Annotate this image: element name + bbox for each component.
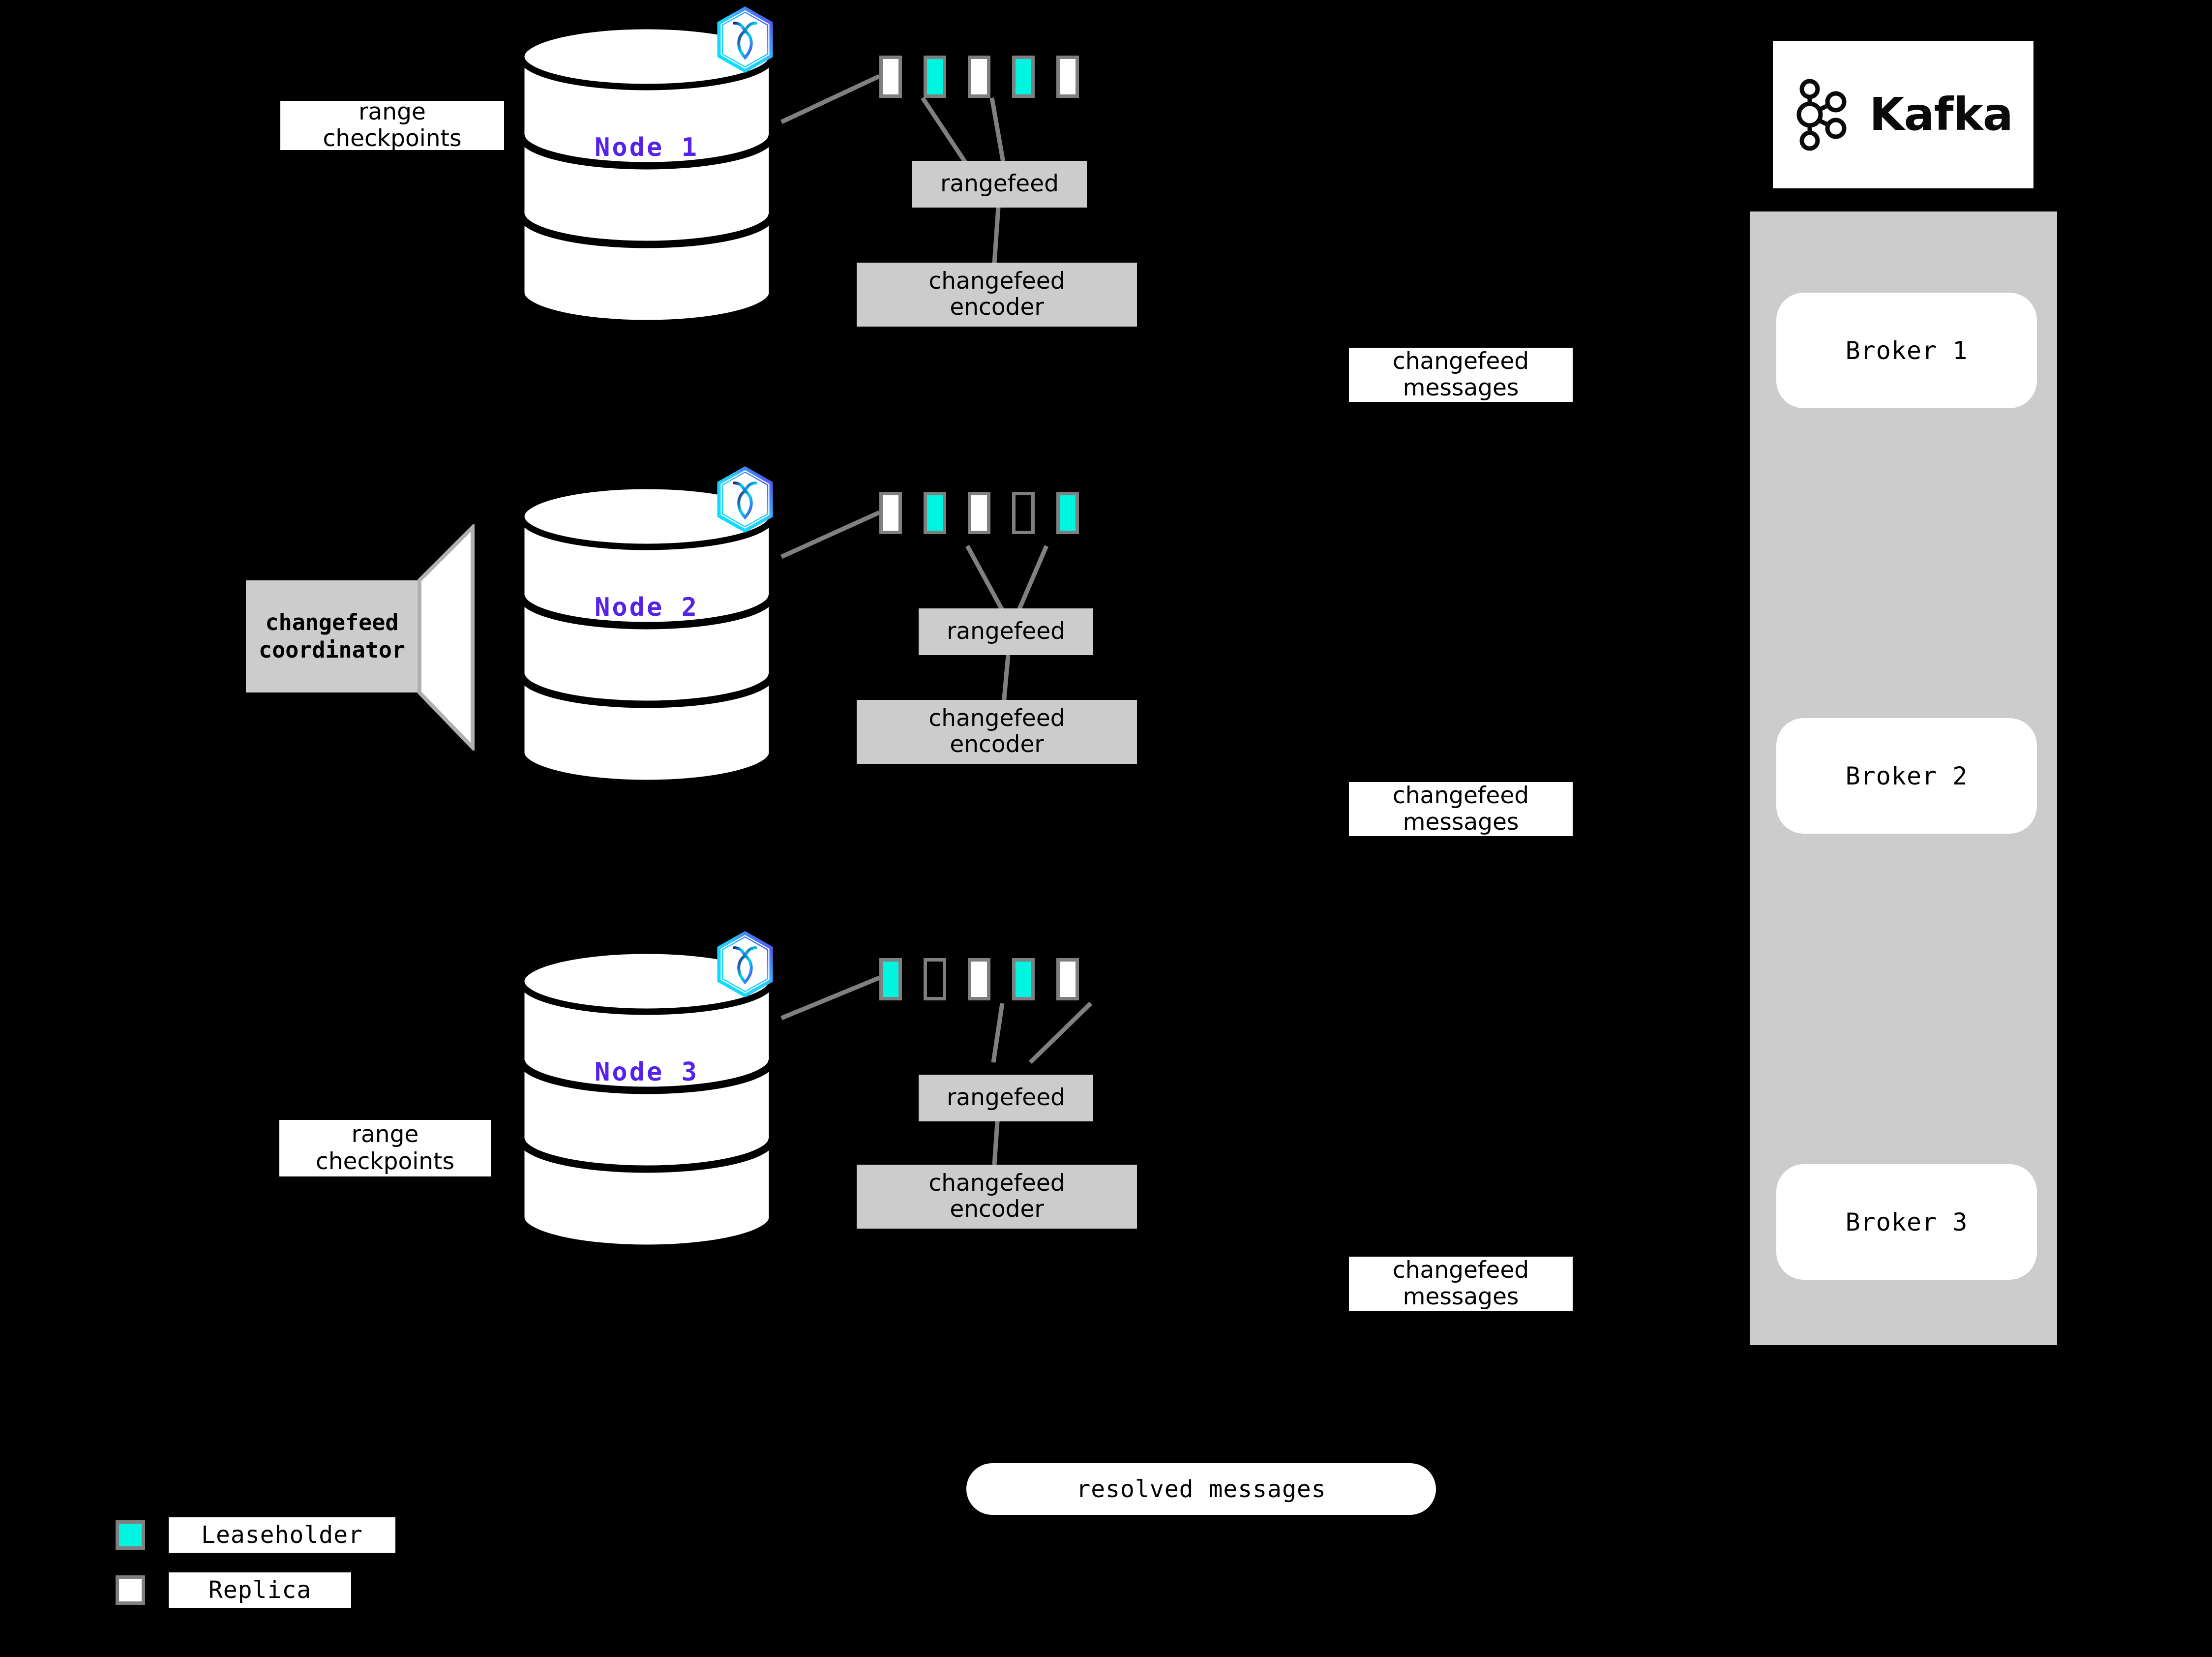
range-box[interactable] <box>1056 958 1079 1000</box>
range-box[interactable] <box>879 492 902 534</box>
node-1-cylinder <box>516 25 777 325</box>
range-checkpoints-line-1: range <box>351 1121 419 1148</box>
changefeed-coordinator-box: changefeed coordinator <box>246 580 418 693</box>
legend-swatch-leaseholder <box>116 1520 145 1550</box>
encoder-line-2: encoder <box>950 1196 1044 1223</box>
changefeed-messages-label-2: changefeed messages <box>1349 782 1573 836</box>
range-box[interactable] <box>1012 958 1035 1000</box>
coordinator-line-2: coordinator <box>258 637 405 663</box>
node-3-rangefeed-box[interactable]: rangefeed <box>919 1075 1093 1121</box>
kafka-wordmark: Kafka <box>1869 88 2013 141</box>
messages-line-2: messages <box>1403 809 1519 836</box>
node-1-changefeed-encoder-box[interactable]: changefeed encoder <box>857 263 1137 327</box>
changefeed-messages-label-3: changefeed messages <box>1349 1257 1573 1311</box>
kafka-broker-3[interactable]: Broker 3 <box>1776 1164 2037 1280</box>
range-box[interactable] <box>1012 56 1035 98</box>
range-box[interactable] <box>924 492 946 534</box>
node-1-range-checkpoints-label: range checkpoints <box>280 101 504 150</box>
node-1-range-row <box>879 56 1079 98</box>
kafka-broker-2[interactable]: Broker 2 <box>1776 718 2037 834</box>
legend-item-replica: Replica <box>116 1572 351 1608</box>
node-3-range-checkpoints-label: range checkpoints <box>279 1120 491 1176</box>
range-box[interactable] <box>1056 492 1079 534</box>
cockroachdb-hex-icon <box>716 466 775 533</box>
node-2-cylinder <box>516 484 777 784</box>
cockroachdb-hex-icon <box>716 931 775 997</box>
range-checkpoints-line-2: checkpoints <box>316 1147 454 1175</box>
kafka-broker-1[interactable]: Broker 1 <box>1776 293 2037 408</box>
node-2-rangefeed-box[interactable]: rangefeed <box>919 608 1093 655</box>
legend-item-leaseholder: Leaseholder <box>116 1517 395 1553</box>
encoder-line-1: changefeed <box>928 705 1065 732</box>
legend-label-leaseholder: Leaseholder <box>169 1517 395 1553</box>
kafka-logo-box: Kafka <box>1773 41 2033 188</box>
node-3-range-row <box>879 958 1079 1000</box>
coordinator-line-1: changefeed <box>265 609 399 635</box>
range-box[interactable] <box>968 56 990 98</box>
messages-line-1: changefeed <box>1392 782 1529 809</box>
messages-line-2: messages <box>1403 1283 1519 1310</box>
range-box[interactable] <box>968 492 990 534</box>
messages-line-1: changefeed <box>1392 348 1529 375</box>
range-box[interactable] <box>1056 56 1079 98</box>
range-box[interactable] <box>1012 492 1035 534</box>
node-2-range-row <box>879 492 1079 534</box>
encoder-line-2: encoder <box>950 294 1044 321</box>
resolved-messages-pill[interactable]: resolved messages <box>966 1463 1436 1515</box>
messages-line-1: changefeed <box>1392 1257 1529 1284</box>
node-2-changefeed-encoder-box[interactable]: changefeed encoder <box>857 700 1137 764</box>
changefeed-messages-label-1: changefeed messages <box>1349 348 1573 402</box>
range-checkpoints-line-2: checkpoints <box>323 125 462 150</box>
legend-label-replica: Replica <box>169 1572 351 1608</box>
kafka-node-graph-icon <box>1794 78 1856 151</box>
range-box[interactable] <box>924 56 946 98</box>
node-3-cylinder <box>516 949 777 1249</box>
messages-line-2: messages <box>1403 374 1519 401</box>
encoder-line-2: encoder <box>950 731 1044 758</box>
range-box[interactable] <box>968 958 990 1000</box>
coordinator-pointer-wedge <box>418 524 477 751</box>
legend-swatch-replica <box>116 1575 145 1605</box>
encoder-line-1: changefeed <box>928 268 1065 295</box>
range-box[interactable] <box>879 958 902 1000</box>
range-checkpoints-line-1: range <box>359 101 426 125</box>
range-box[interactable] <box>879 56 902 98</box>
cockroachdb-hex-icon <box>716 6 775 73</box>
node-1-rangefeed-box[interactable]: rangefeed <box>912 161 1087 208</box>
range-box[interactable] <box>924 958 946 1000</box>
node-3-changefeed-encoder-box[interactable]: changefeed encoder <box>857 1165 1137 1229</box>
encoder-line-1: changefeed <box>928 1170 1065 1197</box>
